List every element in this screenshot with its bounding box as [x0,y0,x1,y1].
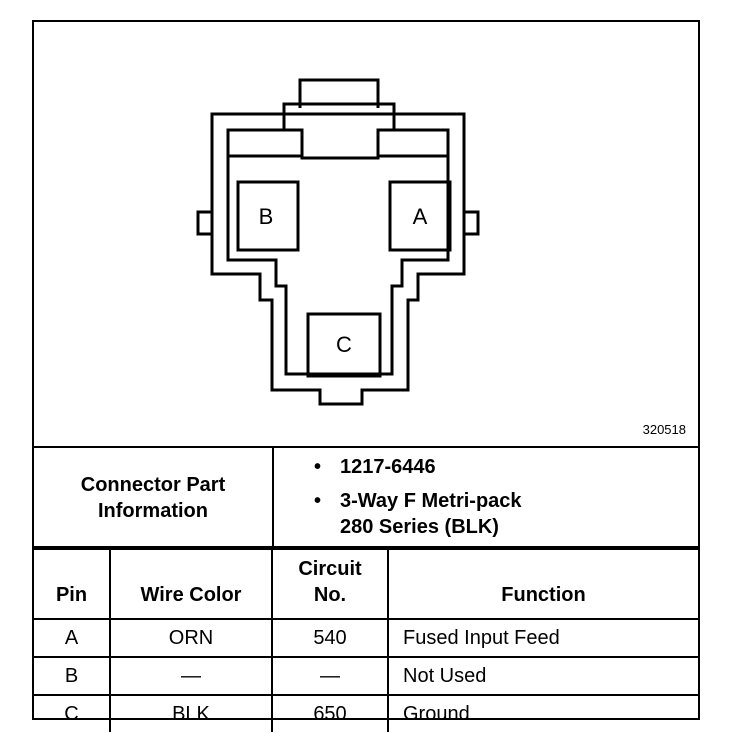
table-row: A ORN 540 Fused Input Feed [34,618,698,658]
pin-cavity-c [306,312,382,378]
connector-ear-right [464,210,480,236]
pin-cavity-a [388,180,452,252]
row-pin: C [34,694,111,732]
header-function: Function [387,546,698,620]
pin-label-b: B [259,204,274,229]
part-info-item: • 3-Way F Metri-pack 280 Series (BLK) [274,488,522,540]
pin-label-c: C [336,332,352,357]
connector-face-svg: B A C [196,78,480,406]
connector-latch-top [298,78,380,108]
row-pin: A [34,618,111,658]
connector-housing-inner [226,128,450,376]
row-wire-color: — [109,656,273,696]
pin-table: Pin Wire Color Circuit No. Function A OR… [34,546,698,732]
row-function: Ground [387,694,698,732]
connector-ear-left [196,210,212,236]
bullet-icon: • [314,456,322,478]
header-pin: Pin [34,546,111,620]
pin-cavity-b [236,180,300,252]
pin-label-a: A [413,204,428,229]
table-row: B — — Not Used [34,656,698,696]
connector-part-info: Connector Part Information • 1217-6446 •… [34,446,698,550]
connector-diagram-frame: B A C 320518 Connector Part Information … [32,20,700,732]
part-info-item: • 1217-6446 [274,454,522,480]
connector-description: 3-Way F Metri-pack 280 Series (BLK) [340,490,522,538]
header-circuit: Circuit No. [271,546,389,620]
row-pin: B [34,656,111,696]
figure-number: 320518 [642,422,686,437]
row-function: Not Used [387,656,698,696]
bullet-icon: • [314,490,322,512]
pin-table-header: Pin Wire Color Circuit No. Function [34,546,698,620]
row-circuit: — [271,656,389,696]
part-info-list: • 1217-6446 • 3-Way F Metri-pack 280 Ser… [274,454,522,540]
table-row: C BLK 650 Ground [34,694,698,732]
header-wire-color: Wire Color [109,546,273,620]
row-circuit: 650 [271,694,389,732]
connector-drawing: B A C 320518 [34,22,698,448]
part-info-heading-text: Connector Part Information [80,474,226,522]
part-number: 1217-6446 [340,456,436,478]
connector-housing-outline [210,112,466,406]
row-circuit: 540 [271,618,389,658]
part-info-heading: Connector Part Information [34,448,274,548]
row-wire-color: ORN [109,618,273,658]
row-wire-color: BLK [109,694,273,732]
row-function: Fused Input Feed [387,618,698,658]
